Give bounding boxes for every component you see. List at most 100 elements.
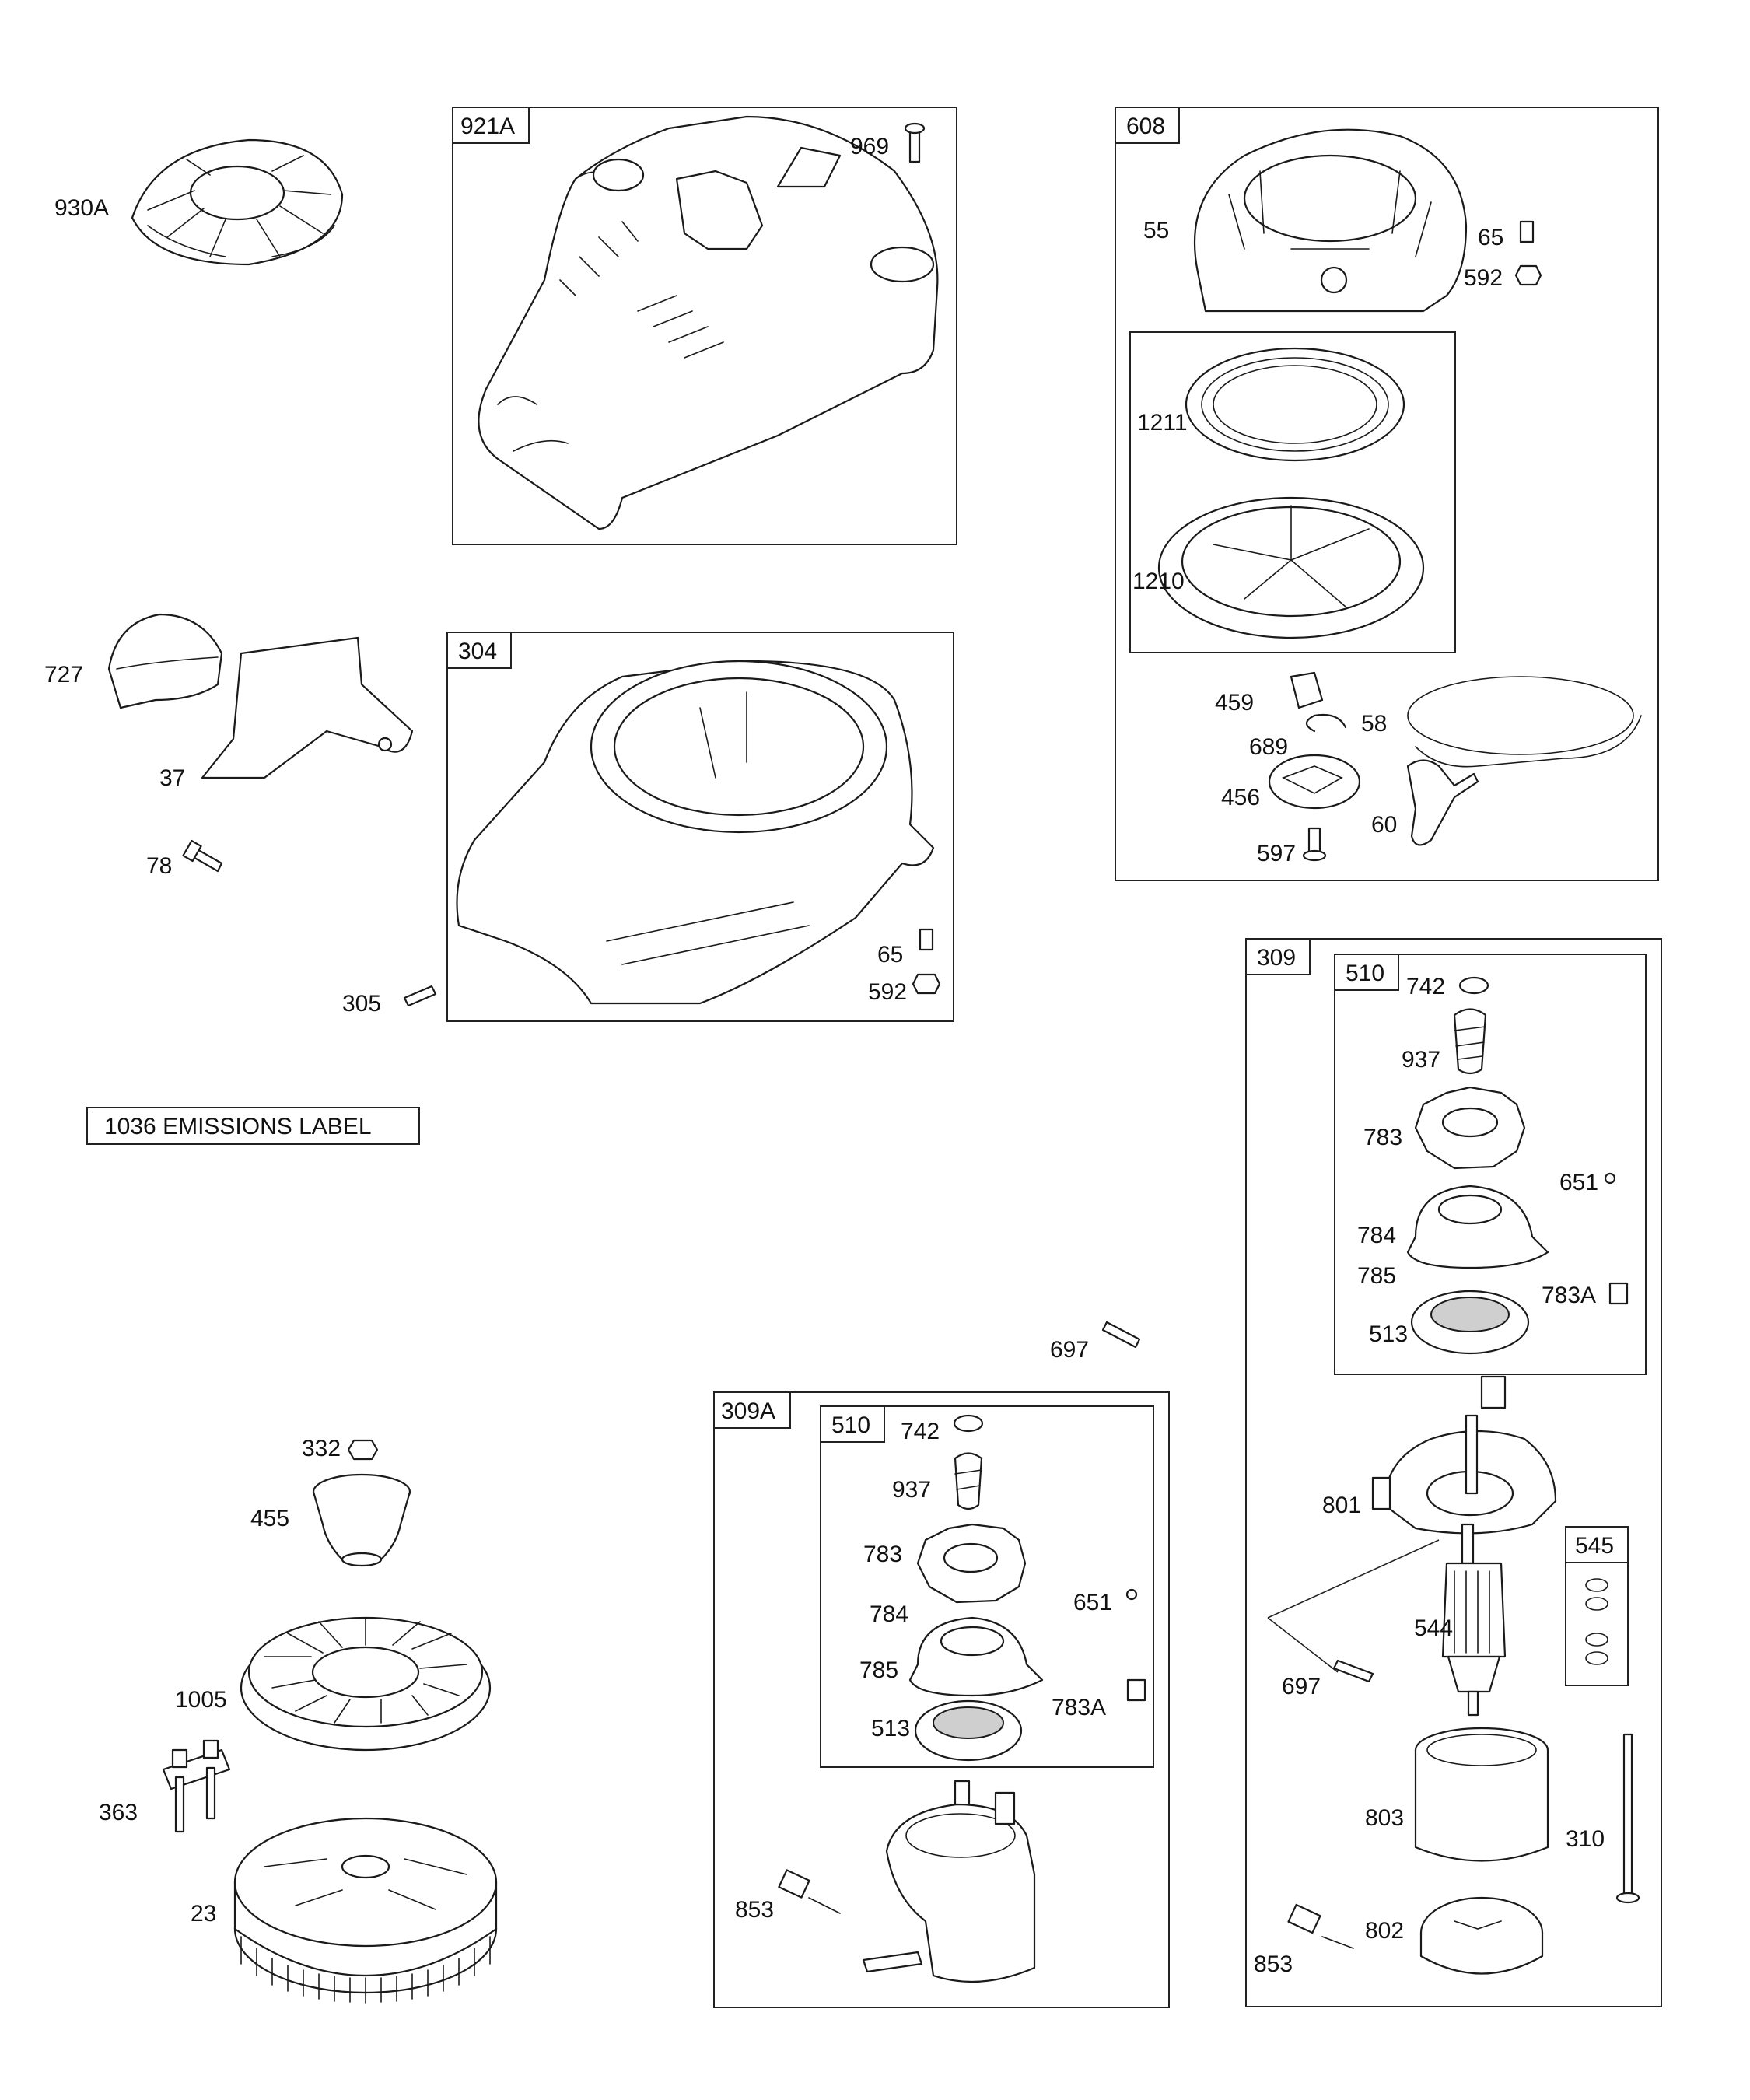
callout-65-608: 65: [1478, 225, 1503, 250]
callout-783A-lower: 783A: [1052, 1695, 1106, 1720]
starter-cup-455-drawing: [312, 1473, 411, 1567]
pulley-1210-drawing: [1157, 496, 1425, 639]
callout-937-upper: 937: [1402, 1047, 1440, 1073]
starter-motor-309A-drawing: [862, 1780, 1036, 1983]
callout-930A: 930A: [54, 195, 109, 221]
group-309A: 309A: [713, 1391, 1170, 2008]
callout-783-upper: 783: [1363, 1125, 1402, 1150]
flywheel-23-drawing: [233, 1817, 498, 2004]
callout-310: 310: [1566, 1826, 1605, 1852]
callout-544: 544: [1414, 1615, 1453, 1641]
callout-784-upper: 784: [1357, 1223, 1396, 1248]
callout-58: 58: [1361, 711, 1387, 737]
callout-785-lower: 785: [859, 1657, 898, 1683]
callout-783-lower: 783: [863, 1542, 902, 1567]
baffle-37-drawing: [201, 636, 414, 779]
cam-456-drawing: [1268, 754, 1361, 810]
callout-937-lower: 937: [892, 1477, 931, 1503]
group-608: 608: [1115, 107, 1659, 881]
callout-363: 363: [99, 1800, 138, 1825]
rewind-housing-55-drawing: [1193, 128, 1468, 313]
callout-65-304: 65: [877, 942, 903, 968]
screw-nut-304-drawing: [912, 928, 941, 995]
handle-60-drawing: [1406, 759, 1479, 846]
callout-305: 305: [342, 991, 381, 1017]
callout-697-lower: 697: [1282, 1674, 1321, 1699]
callout-456: 456: [1221, 785, 1260, 810]
screw-597-drawing: [1302, 827, 1327, 862]
connector-853-right-drawing: [1287, 1903, 1354, 1949]
starter-gear-stack-lower-drawing: [908, 1414, 1146, 1762]
callout-455: 455: [250, 1506, 289, 1531]
emissions-label-text: 1036 EMISSIONS LABEL: [104, 1114, 372, 1139]
callout-651-lower: 651: [1073, 1590, 1112, 1615]
starter-gear-stack-upper-drawing: [1406, 976, 1629, 1355]
nut-332-drawing: [347, 1439, 379, 1461]
fan-1005-drawing: [240, 1616, 492, 1752]
group-510-lower-label: 510: [831, 1412, 870, 1438]
callout-459: 459: [1215, 690, 1254, 716]
callout-783A-upper: 783A: [1542, 1283, 1596, 1308]
callout-853-309A: 853: [735, 1897, 774, 1923]
callout-513-upper: 513: [1369, 1321, 1408, 1347]
rope-58-drawing: [1407, 676, 1642, 768]
group-304-label: 304: [458, 639, 497, 664]
screen-930A-drawing: [131, 138, 344, 266]
callout-513-lower: 513: [871, 1716, 910, 1741]
ignition-armature-363-drawing: [162, 1739, 231, 1833]
callout-727: 727: [44, 662, 83, 688]
group-309: 309: [1245, 938, 1662, 2007]
callout-1210: 1210: [1132, 569, 1185, 594]
callout-592-608: 592: [1464, 265, 1503, 291]
screw-nut-608-drawing: [1514, 220, 1542, 286]
callout-37: 37: [159, 765, 185, 791]
bolt-697-lower-drawing: [1267, 1539, 1440, 1683]
callout-742-upper: 742: [1406, 974, 1445, 999]
group-510-upper: 510: [1334, 954, 1647, 1375]
screw-305-drawing: [403, 985, 437, 1007]
group-545: 545: [1565, 1526, 1629, 1686]
callout-803: 803: [1365, 1805, 1404, 1831]
connector-853-left-drawing: [778, 1869, 841, 1914]
washers-545-drawing: [1585, 1578, 1608, 1665]
emissions-label-box: 1036 EMISSIONS LABEL: [86, 1107, 420, 1145]
callout-23: 23: [191, 1901, 216, 1927]
callout-592-304: 592: [868, 979, 907, 1005]
callout-784-lower: 784: [870, 1601, 908, 1627]
armature-544-drawing: [1441, 1523, 1507, 1717]
group-510-lower: 510: [820, 1405, 1154, 1768]
callout-597: 597: [1257, 841, 1296, 866]
blower-housing-304-drawing: [456, 660, 935, 1005]
end-cap-801-drawing: [1371, 1375, 1557, 1535]
callout-60: 60: [1371, 812, 1397, 838]
callout-78: 78: [146, 853, 172, 879]
callout-1005: 1005: [175, 1687, 227, 1713]
callout-742-lower: 742: [901, 1419, 940, 1444]
group-921A: 921A: [452, 107, 957, 545]
group-921A-label: 921A: [460, 114, 515, 139]
group-304: 304: [446, 632, 954, 1022]
shroud-cover-921A-drawing: [478, 115, 939, 530]
callout-689: 689: [1249, 734, 1288, 760]
callout-969: 969: [850, 134, 889, 159]
motor-housing-803-drawing: [1414, 1727, 1549, 1862]
callout-332: 332: [302, 1436, 341, 1461]
group-510-upper-label: 510: [1346, 961, 1384, 986]
callout-853-309: 853: [1254, 1951, 1293, 1977]
group-608-label: 608: [1126, 114, 1165, 139]
callout-801: 801: [1322, 1493, 1361, 1518]
screw-969-drawing: [904, 122, 926, 163]
screw-78-drawing: [182, 839, 223, 873]
group-545-label: 545: [1575, 1533, 1614, 1559]
callout-785-upper: 785: [1357, 1263, 1396, 1289]
callout-1211: 1211: [1137, 410, 1188, 436]
callout-651-upper: 651: [1559, 1170, 1598, 1195]
group-309-label: 309: [1257, 945, 1296, 971]
group-309A-label: 309A: [721, 1398, 775, 1424]
cover-727-drawing: [107, 613, 223, 709]
brush-end-802-drawing: [1419, 1896, 1544, 1975]
callout-802: 802: [1365, 1918, 1404, 1944]
ring-689-drawing: [1305, 713, 1347, 733]
callout-697-upper: 697: [1050, 1337, 1089, 1363]
